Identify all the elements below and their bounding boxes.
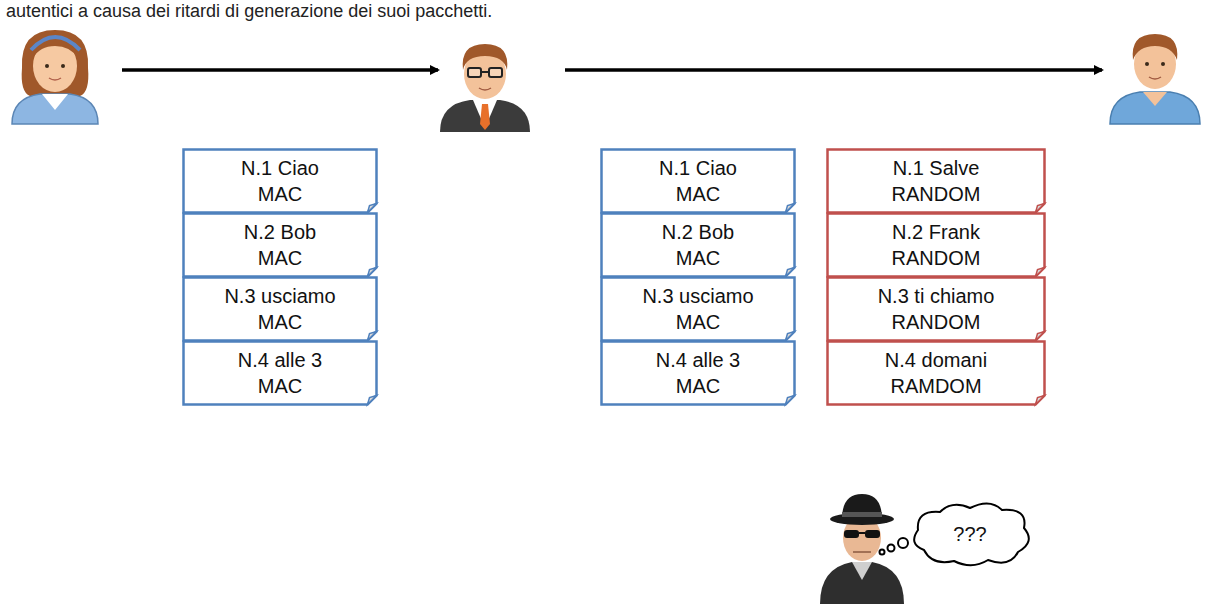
- forged-packet: N.1 SalveRANDOM: [826, 148, 1046, 214]
- packet-tag: MAC: [258, 373, 302, 399]
- packet-tag: MAC: [676, 245, 720, 271]
- node-content: ???: [906, 500, 1034, 568]
- authentic-packet: N.4 alle 3MAC: [182, 340, 378, 406]
- node-content: N.1 CiaoMAC: [182, 148, 378, 214]
- packet-text: N.4 alle 3: [238, 347, 323, 373]
- packet-tag: MAC: [258, 245, 302, 271]
- node-content: N.3 usciamoMAC: [600, 276, 796, 342]
- forged-packet: N.3 ti chiamoRANDOM: [826, 276, 1046, 342]
- packet-tag: RANDOM: [892, 181, 981, 207]
- node-content: N.1 CiaoMAC: [600, 148, 796, 214]
- node-content: N.4 alle 3MAC: [600, 340, 796, 406]
- node-content: N.1 SalveRANDOM: [826, 148, 1046, 214]
- node-content: N.3 ti chiamoRANDOM: [826, 276, 1046, 342]
- packet-text: ???: [953, 521, 986, 547]
- packet-text: N.3 ti chiamo: [878, 283, 995, 309]
- packet-text: N.1 Ciao: [659, 155, 737, 181]
- packet-text: N.2 Bob: [244, 219, 316, 245]
- packet-tag: RAMDOM: [890, 373, 981, 399]
- node-content: N.4 domaniRAMDOM: [826, 340, 1046, 406]
- authentic-packet: N.3 usciamoMAC: [600, 276, 796, 342]
- packet-tag: MAC: [676, 309, 720, 335]
- authentic-packet: N.2 BobMAC: [182, 212, 378, 278]
- packet-text: N.4 domani: [885, 347, 987, 373]
- node-content: N.4 alle 3MAC: [182, 340, 378, 406]
- forged-packet: N.2 FrankRANDOM: [826, 212, 1046, 278]
- authentic-packet: N.4 alle 3MAC: [600, 340, 796, 406]
- bob-figure: [1110, 34, 1200, 124]
- node-content: N.2 BobMAC: [600, 212, 796, 278]
- forged-packet: N.4 domaniRAMDOM: [826, 340, 1046, 406]
- man-in-the-middle-figure: [440, 44, 530, 132]
- packet-text: N.2 Bob: [662, 219, 734, 245]
- message-arrow: [122, 68, 438, 72]
- authentic-packet: N.3 usciamoMAC: [182, 276, 378, 342]
- thought-cloud: ???: [906, 500, 1034, 568]
- authentic-packet: N.2 BobMAC: [600, 212, 796, 278]
- node-content: N.2 FrankRANDOM: [826, 212, 1046, 278]
- message-arrow: [565, 68, 1102, 72]
- authentic-packet: N.1 CiaoMAC: [182, 148, 378, 214]
- packet-tag: MAC: [676, 181, 720, 207]
- packet-text: N.3 usciamo: [224, 283, 335, 309]
- node-content: N.3 usciamoMAC: [182, 276, 378, 342]
- thought-bubbles: [880, 538, 909, 555]
- packet-tag: MAC: [258, 181, 302, 207]
- header-text: autentici a causa dei ritardi di generaz…: [6, 1, 492, 23]
- packet-tag: RANDOM: [892, 309, 981, 335]
- packet-tag: MAC: [258, 309, 302, 335]
- alice-figure: [12, 30, 98, 124]
- eavesdropper-figure: [820, 494, 904, 604]
- packet-text: N.4 alle 3: [656, 347, 741, 373]
- node-content: N.2 BobMAC: [182, 212, 378, 278]
- packet-text: N.2 Frank: [892, 219, 980, 245]
- packet-text: N.3 usciamo: [642, 283, 753, 309]
- packet-text: N.1 Salve: [893, 155, 980, 181]
- packet-tag: MAC: [676, 373, 720, 399]
- authentic-packet: N.1 CiaoMAC: [600, 148, 796, 214]
- packet-text: N.1 Ciao: [241, 155, 319, 181]
- packet-tag: RANDOM: [892, 245, 981, 271]
